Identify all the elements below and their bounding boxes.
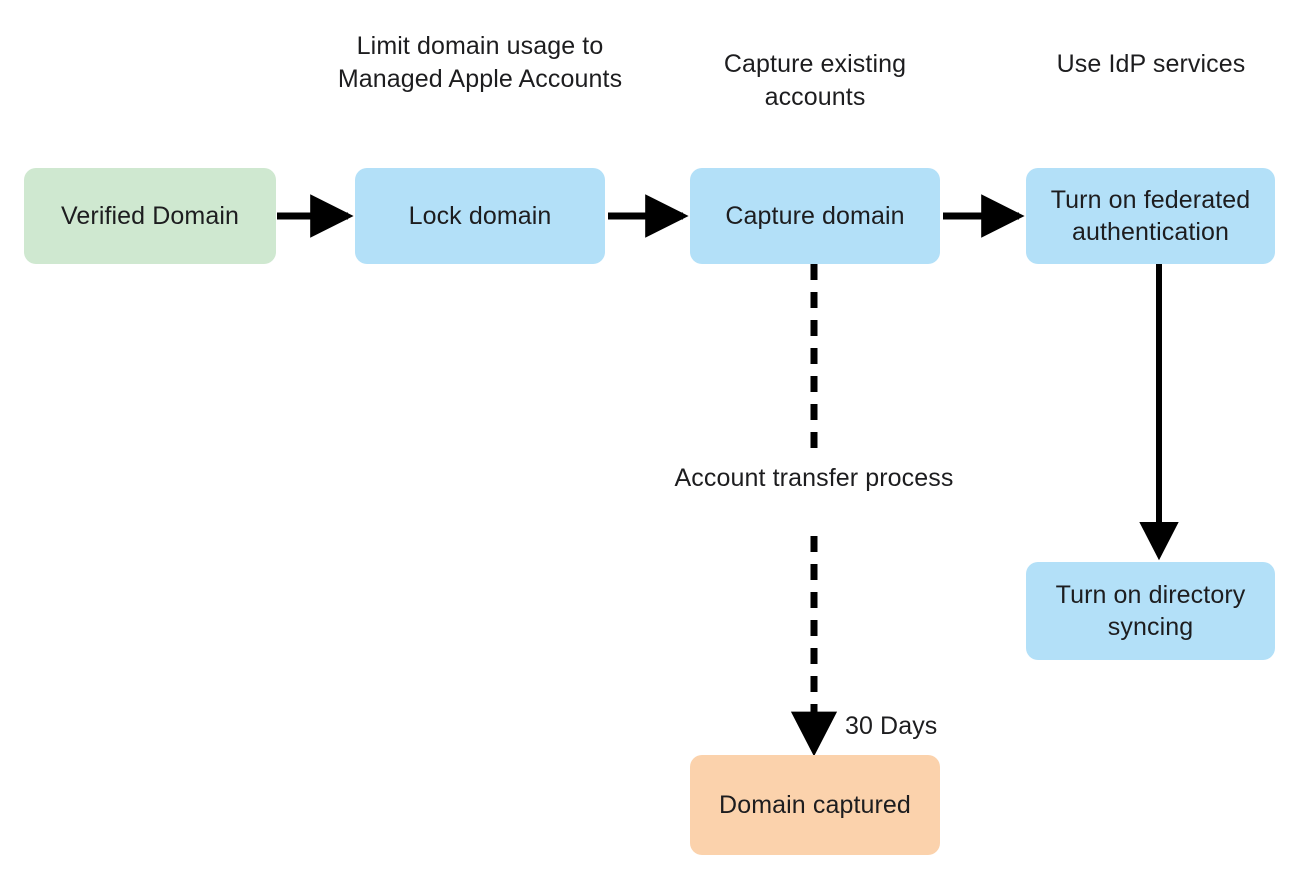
caption-use-idp-services: Use IdP services (1056, 50, 1246, 78)
node-verified-domain[interactable]: Verified Domain (24, 168, 276, 264)
node-turn-on-federated-authentication[interactable]: Turn on federated authentication (1026, 168, 1275, 264)
caption-limit-domain-usage: Limit domain usage to Managed Apple Acco… (337, 32, 623, 93)
node-turn-on-directory-syncing[interactable]: Turn on directory syncing (1026, 562, 1275, 660)
node-domain-captured[interactable]: Domain captured (690, 755, 940, 855)
edge-label-account-transfer-process: Account transfer process (674, 464, 954, 492)
node-lock-domain[interactable]: Lock domain (355, 168, 605, 264)
caption-capture-existing-accounts: Capture existing accounts (723, 50, 907, 111)
node-capture-domain[interactable]: Capture domain (690, 168, 940, 264)
edge-label-30-days: 30 Days (845, 712, 938, 740)
